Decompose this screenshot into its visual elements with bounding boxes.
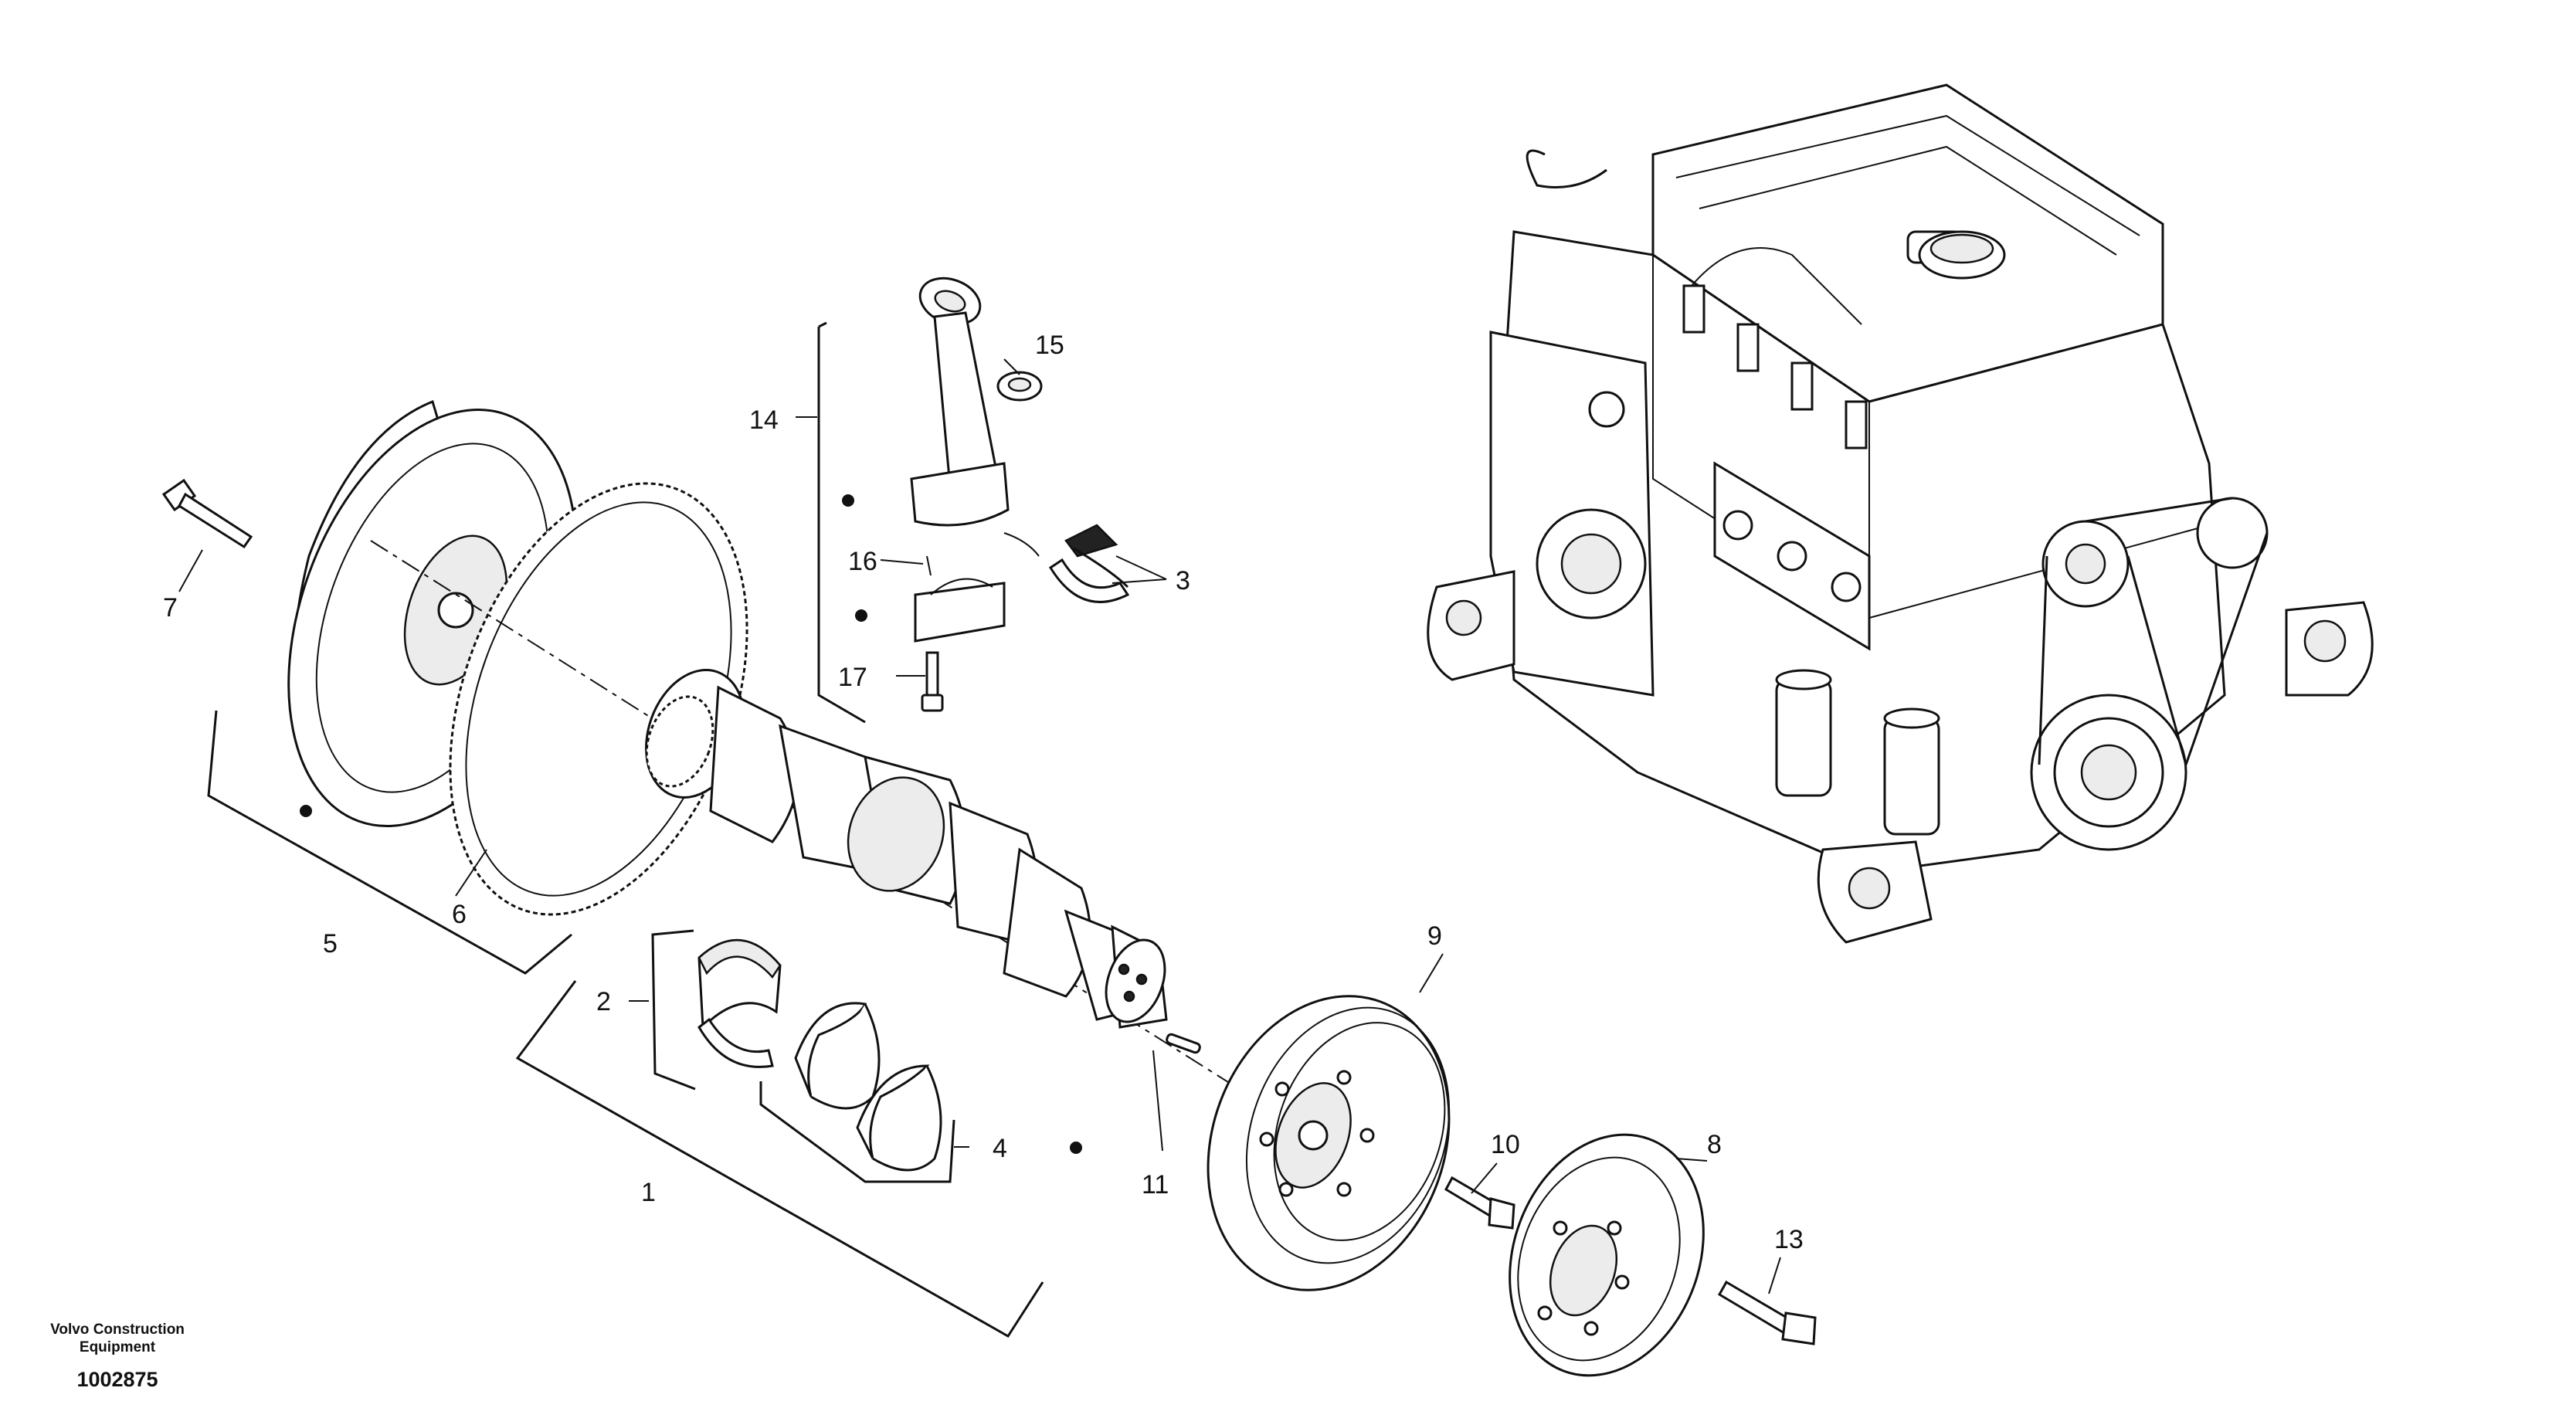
callout-11: 11 <box>1142 1170 1169 1199</box>
footer-branding: Volvo Construction Equipment 1002875 <box>50 1321 185 1391</box>
callout-10: 10 <box>1491 1130 1520 1159</box>
callout-5: 5 <box>323 929 338 958</box>
crankshaft <box>645 669 1201 1054</box>
thrust-washers <box>794 1002 942 1172</box>
crankshaft-pulley <box>1207 995 1451 1291</box>
flywheel-bolt <box>161 478 253 549</box>
connecting-rod <box>910 277 1043 712</box>
callout-13: 13 <box>1774 1225 1804 1254</box>
callout-14: 14 <box>749 405 779 435</box>
callout-15: 15 <box>1035 331 1064 360</box>
injector-row <box>1682 247 1868 450</box>
callout-1: 1 <box>641 1178 656 1207</box>
callout-8: 8 <box>1707 1130 1722 1159</box>
company-name-line1: Volvo Construction <box>50 1321 185 1338</box>
callout-2: 2 <box>596 987 611 1016</box>
group-brackets <box>207 321 1044 1338</box>
pulley-bolt <box>1444 1176 1515 1230</box>
company-name-line2: Equipment <box>80 1339 156 1355</box>
callout-17: 17 <box>838 663 867 692</box>
callout-16: 16 <box>848 547 877 576</box>
engine-overview-illustration <box>1427 83 2374 944</box>
callout-7: 7 <box>163 593 178 623</box>
leader-lines <box>178 358 1781 1294</box>
callout-6: 6 <box>452 900 467 929</box>
main-bearing-shells <box>697 938 782 1068</box>
document-number: 1002875 <box>76 1368 158 1391</box>
vibration-damper <box>1509 1133 1705 1377</box>
callout-3: 3 <box>1176 566 1190 595</box>
callout-4: 4 <box>993 1134 1007 1163</box>
conrod-bearing-shells <box>1048 524 1130 603</box>
damper-bolt <box>1717 1280 1817 1345</box>
callout-labels: 1 2 3 4 5 6 7 8 9 10 11 13 14 15 16 17 <box>163 331 1804 1254</box>
callout-9: 9 <box>1427 921 1442 951</box>
assembly-dots <box>300 494 1082 1154</box>
